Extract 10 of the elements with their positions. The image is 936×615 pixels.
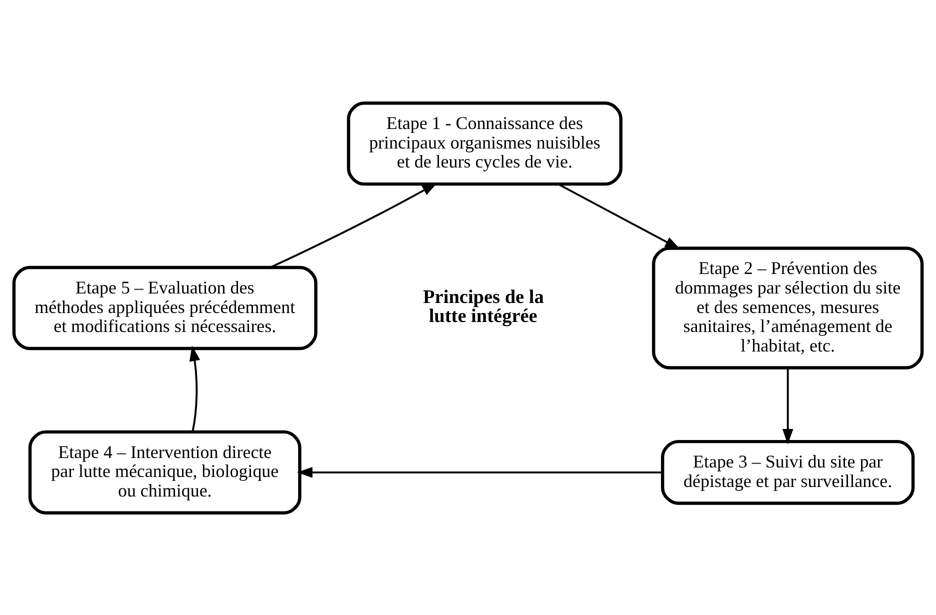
arrow <box>558 182 680 249</box>
node-box: Etape 2 – Prévention des dommages par sélection du site et des semences, mesures sanitaires, l’aménagement de l’habitat, etc. <box>652 246 924 369</box>
node-box: Etape 1 - Connaissance des principaux organismes nuisibles et de leurs cycles de vie. <box>346 101 622 186</box>
node-box: Etape 3 – Suivi du site par dépistage et par surveillance. <box>660 439 915 504</box>
arrow <box>782 368 794 444</box>
node-box: Etape 4 – Intervention directe par lutte mécanique, biologique ou chimique. <box>28 430 302 514</box>
node-box: Etape 5 – Evaluation des méthodes appliquées précédemment et modifications si nécessaires. <box>12 265 318 350</box>
arrow <box>297 466 662 478</box>
arrow <box>189 345 200 432</box>
label: Principes de la lutte intégrée <box>423 286 544 327</box>
